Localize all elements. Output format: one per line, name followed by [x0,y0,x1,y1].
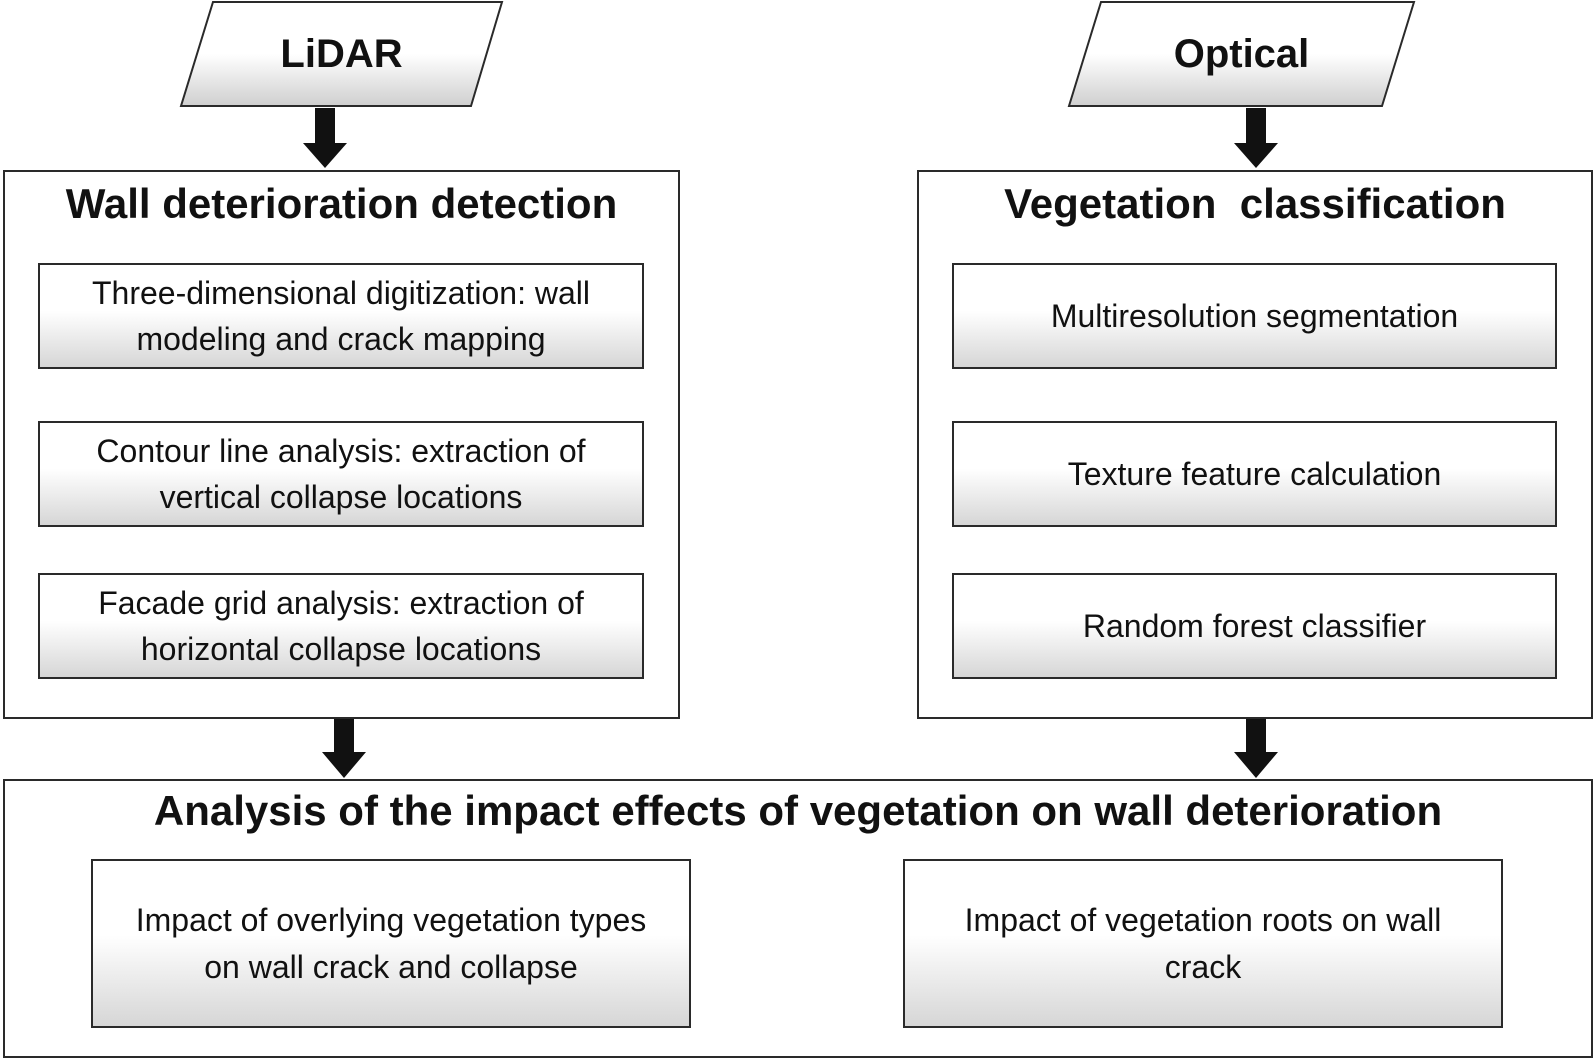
vegetation-classification-title: Vegetation classification [1004,180,1506,227]
step-random-forest-classifier: Random forest classifier [952,573,1557,679]
impact-overlying-vegetation: Impact of overlying vegetation types on … [91,859,691,1028]
step-3d-digitization: Three-dimensional digitization: wall mod… [38,263,644,369]
optical-input-label: Optical [1173,31,1310,76]
lidar-input-label: LiDAR [280,31,403,76]
step-texture-feature-calculation: Texture feature calculation [952,421,1557,527]
step-contour-line-analysis: Contour line analysis: extraction of ver… [38,421,644,527]
lidar-input-shape [179,1,504,107]
optical-input-shape [1067,1,1416,107]
impact-analysis-title: Analysis of the impact effects of vegeta… [153,787,1443,834]
arrow-lidar-to-wall [303,108,347,168]
wall-deterioration-title: Wall deterioration detection [65,180,618,227]
arrow-wall-to-analysis [322,719,366,778]
arrow-optical-to-vegetation [1234,108,1278,168]
impact-vegetation-roots: Impact of vegetation roots on wall crack [903,859,1503,1028]
step-facade-grid-analysis: Facade grid analysis: extraction of hori… [38,573,644,679]
step-multiresolution-segmentation: Multiresolution segmentation [952,263,1557,369]
arrow-vegetation-to-analysis [1234,719,1278,778]
